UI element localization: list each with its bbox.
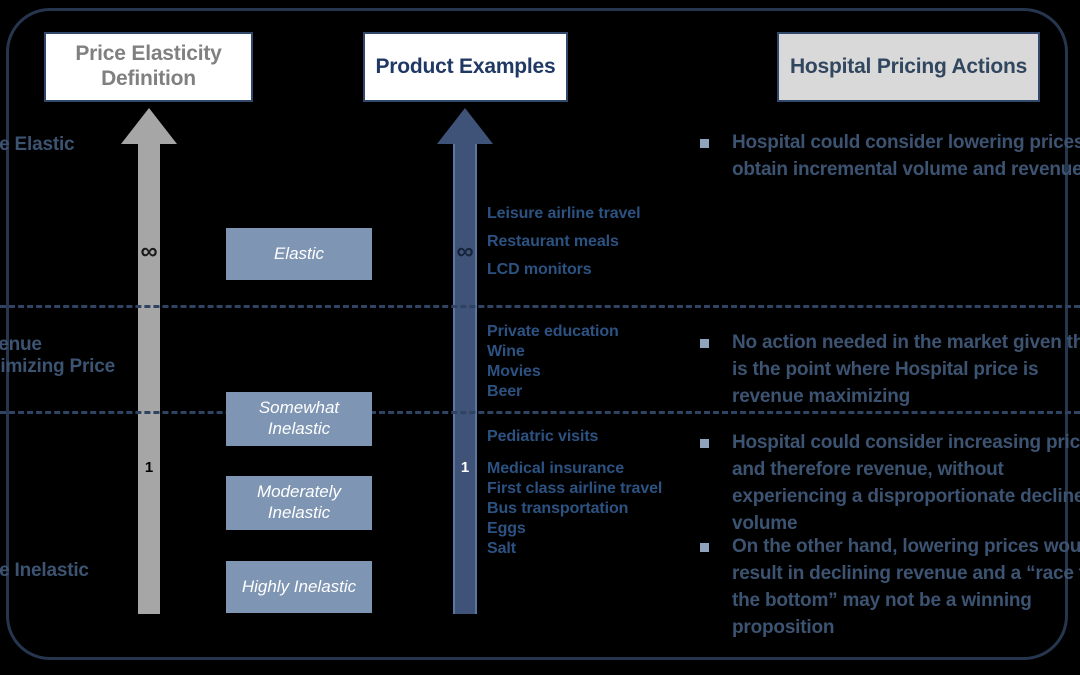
list-item: Pediatric visits [487,428,599,445]
action-group-elastic: Hospital could consider lowering prices … [694,130,1080,184]
axis-label-revenue-maximizing-price: Revenue Maximizing Price [0,334,115,378]
arrow-shaft-blue [453,142,477,614]
scale-value-one-blue: 1 [460,459,470,476]
list-item: Beer [487,383,523,400]
bullet-square-icon [700,139,709,148]
scale-value-one-gray: 1 [144,459,154,476]
axis-label-price-elastic: Price Elastic [0,134,75,155]
header-product-examples: Product Examples [363,32,568,102]
list-item: Leisure airline travel [487,205,641,222]
infinity-symbol-blue: ∞ [456,238,474,265]
bullet-square-icon [700,439,709,448]
action-text: No action needed in the market given thi… [732,332,1080,407]
infinity-symbol-gray: ∞ [140,238,158,265]
action-text: Hospital could consider lowering prices … [732,132,1080,180]
definition-box-elastic: Elastic [226,228,372,280]
action-text: On the other hand, lowering prices would… [732,536,1080,638]
divider-unitary-inelastic [0,411,1080,414]
definition-box-highly-inelastic: Highly Inelastic [226,561,372,613]
list-item: LCD monitors [487,261,592,278]
list-item: On the other hand, lowering prices would… [694,534,1080,642]
product-list-inelastic: Pediatric visits Medical insurance First… [487,428,662,560]
list-item: No action needed in the market given thi… [694,330,1080,411]
bullet-square-icon [700,543,709,552]
list-item: Hospital could consider lowering prices … [694,130,1080,184]
elasticity-scale-arrow-gray: ∞ 1 0 [121,108,177,614]
list-item: Wine [487,343,525,360]
list-item: Restaurant meals [487,233,619,250]
list-item: First class airline travel [487,480,663,497]
list-item: Bus transportation [487,500,629,517]
arrow-head-up-icon [121,108,177,144]
action-group-unit-elastic: No action needed in the market given thi… [694,330,1080,411]
bullet-square-icon [700,339,709,348]
arrow-shaft-gray [138,142,160,614]
product-list-elastic: Leisure airline travel Restaurant meals … [487,205,641,289]
list-item: Salt [487,540,516,557]
action-group-inelastic-increase: Hospital could consider increasing price… [694,430,1080,538]
divider-elastic-unitary [0,305,1080,308]
list-item: Medical insurance [487,460,625,477]
list-item: Hospital could consider increasing price… [694,430,1080,538]
header-hospital-pricing-actions: Hospital Pricing Actions [777,32,1040,102]
axis-label-price-inelastic: Price Inelastic [0,560,89,581]
list-item: Movies [487,363,541,380]
elasticity-scale-arrow-blue: ∞ 1 0 [437,108,493,614]
action-group-inelastic-lowering: On the other hand, lowering prices would… [694,534,1080,642]
definition-box-somewhat-inelastic: Somewhat Inelastic [226,392,372,446]
product-list-unit-elastic: Private education Wine Movies Beer [487,323,619,403]
action-text: Hospital could consider increasing price… [732,432,1080,534]
arrow-head-up-icon [437,108,493,144]
list-item: Eggs [487,520,526,537]
definition-box-moderately-inelastic: Moderately Inelastic [226,476,372,530]
list-item: Private education [487,323,619,340]
header-price-elasticity-definition: Price Elasticity Definition [44,32,253,102]
